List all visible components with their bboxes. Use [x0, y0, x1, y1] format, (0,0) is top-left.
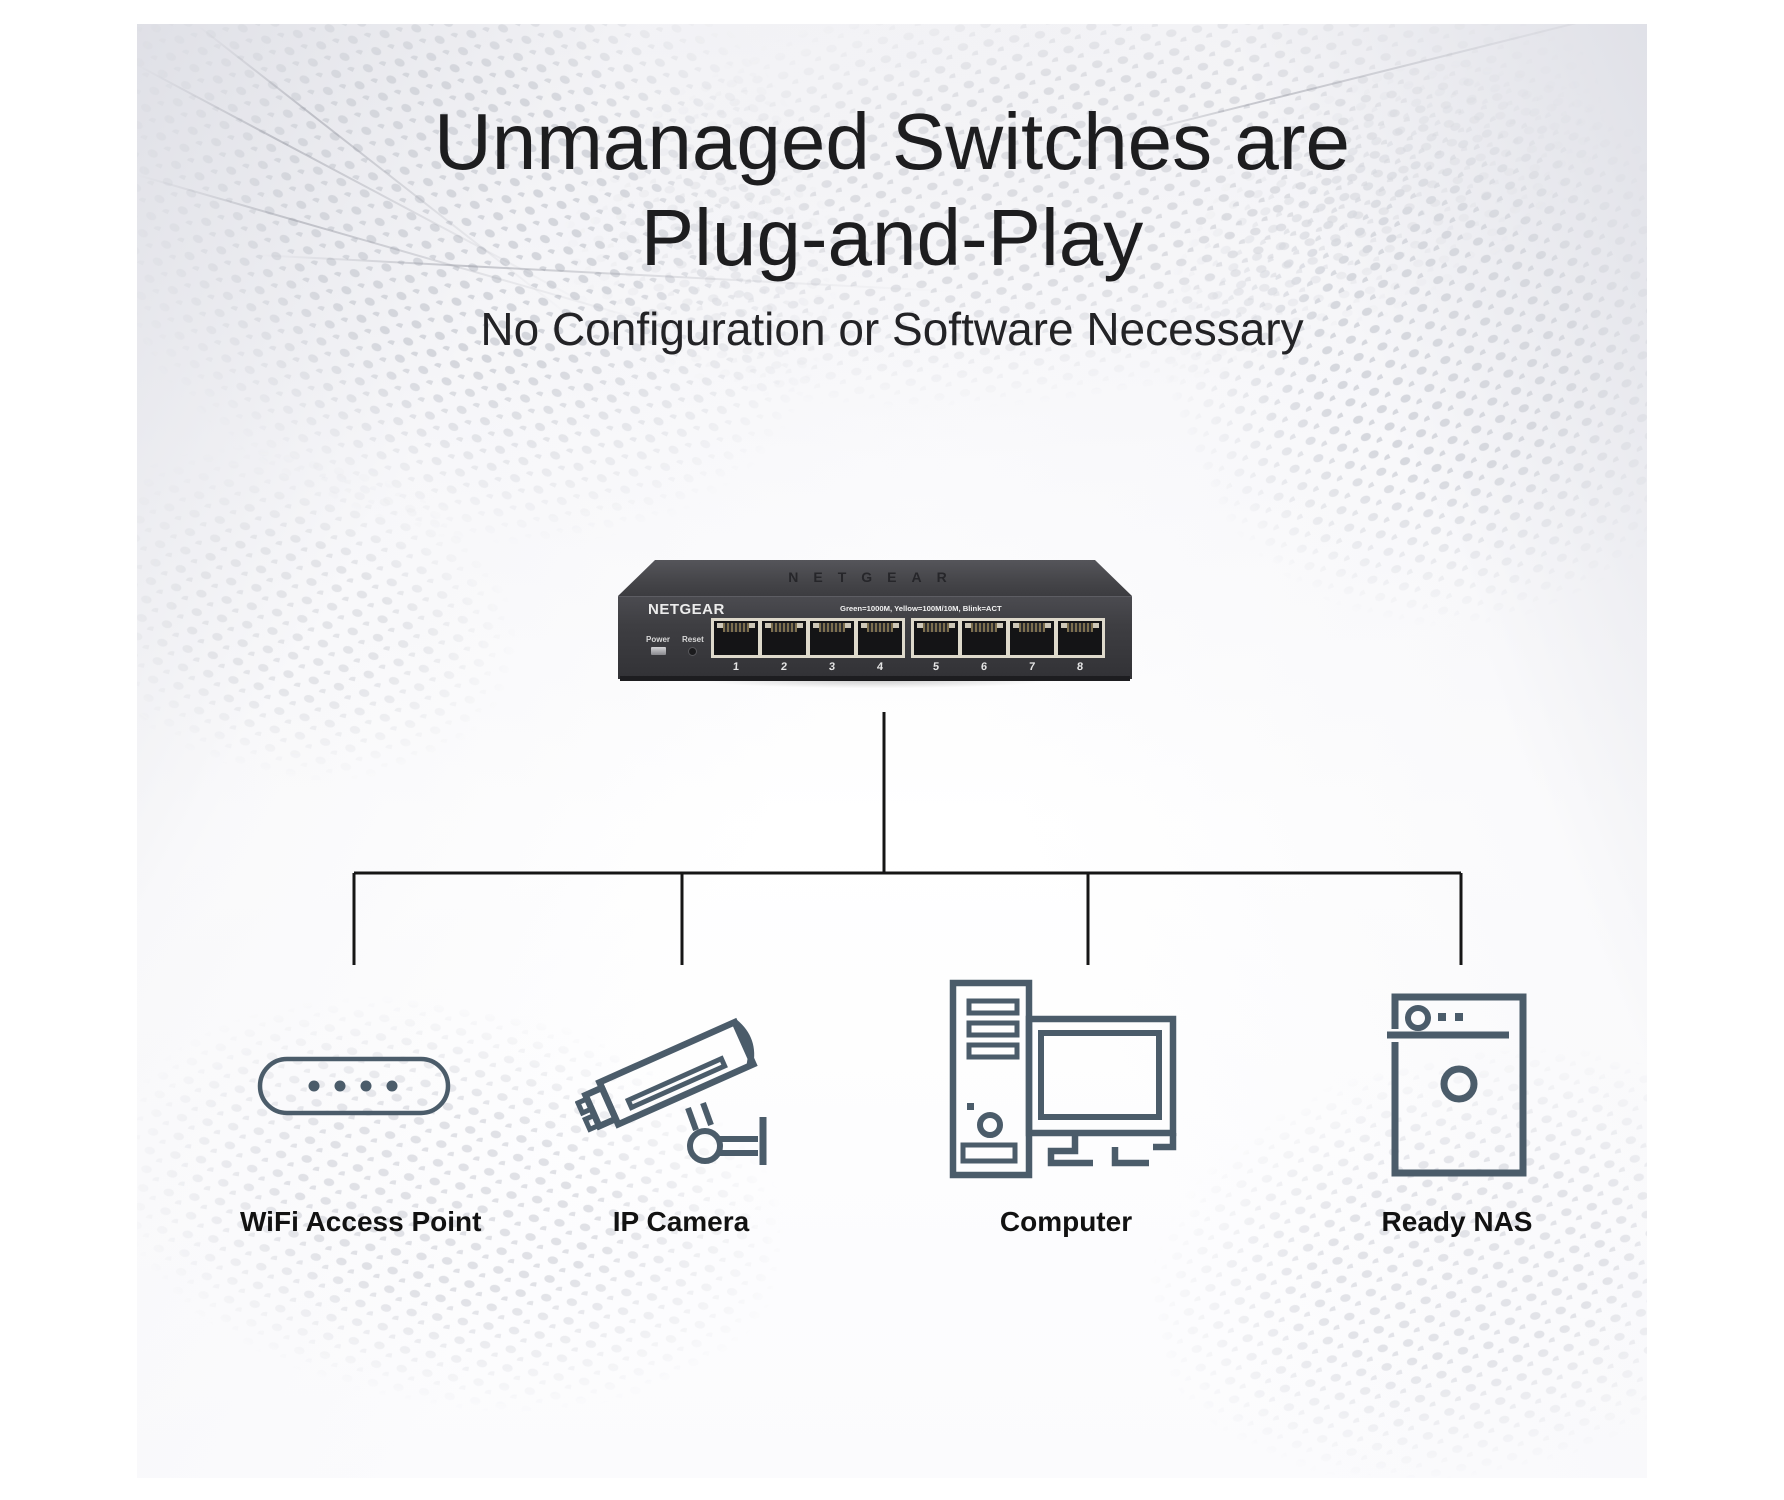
power-led	[650, 647, 666, 655]
switch-shadow	[624, 680, 1126, 692]
ready-nas-icon	[1385, 985, 1535, 1185]
rj45-port	[1058, 621, 1102, 655]
switch-base	[620, 676, 1130, 681]
device-label-ip-camera: IP Camera	[612, 1206, 750, 1237]
port-block	[711, 618, 1105, 658]
page-subtitle: No Configuration or Software Necessary	[480, 303, 1304, 355]
rj45-port	[762, 621, 806, 655]
device-label-wifi-access-point: WiFi Access Point	[240, 1206, 482, 1237]
device-label-computer: Computer	[999, 1206, 1133, 1237]
netgear-switch: NETGEAR NETGEAR Green=1000M, Yellow=100M…	[618, 560, 1132, 694]
device-label-ready-nas: Ready NAS	[1381, 1206, 1533, 1237]
rj45-port	[810, 621, 854, 655]
netgear-logo: NETGEAR	[648, 601, 725, 618]
port-group-1-4	[711, 618, 905, 658]
title-line-1: Unmanaged Switches are	[433, 97, 1351, 186]
rj45-port	[1010, 621, 1054, 655]
switch-top-face: NETGEAR	[618, 560, 1132, 596]
power-indicator: Power	[646, 635, 670, 655]
rj45-port	[914, 621, 958, 655]
port-group-5-8	[911, 618, 1105, 658]
background-art	[137, 24, 1647, 1478]
switch-top-brand: NETGEAR	[788, 569, 962, 585]
switch-front-face: NETGEAR Green=1000M, Yellow=100M/10M, Bl…	[618, 596, 1132, 679]
power-label: Power	[646, 635, 671, 644]
page-title: Unmanaged Switches are Plug-and-Play	[0, 94, 1784, 286]
rj45-port	[858, 621, 902, 655]
ip-camera-icon	[575, 995, 790, 1165]
computer-icon	[945, 975, 1185, 1180]
wifi-access-point-icon	[240, 1040, 468, 1150]
reset-label: Reset	[682, 635, 704, 644]
reset-control: Reset	[682, 635, 704, 656]
title-line-2: Plug-and-Play	[640, 193, 1144, 282]
rj45-port	[714, 621, 758, 655]
led-legend: Green=1000M, Yellow=100M/10M, Blink=ACT	[840, 604, 1002, 613]
reset-button	[688, 647, 698, 656]
rj45-port	[962, 621, 1006, 655]
